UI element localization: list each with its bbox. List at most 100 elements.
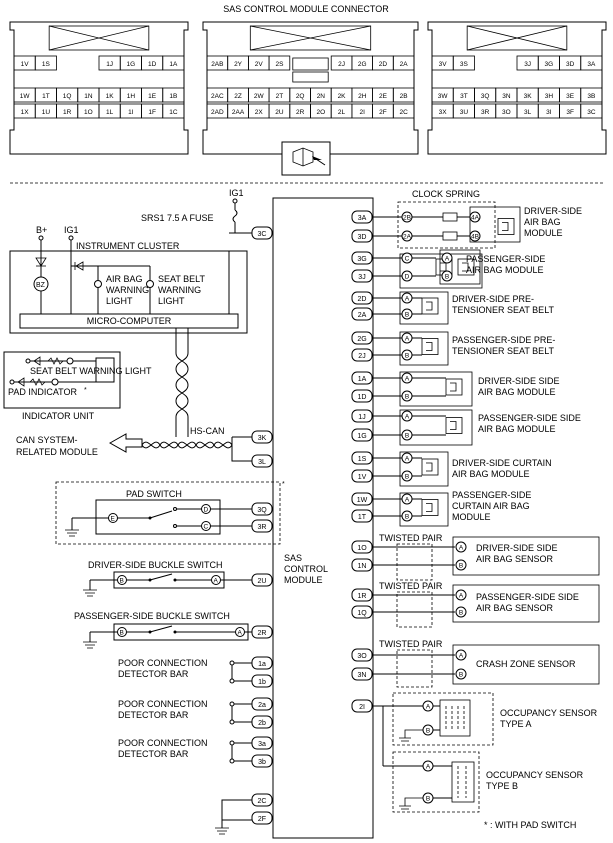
module-pin-label: 3b bbox=[258, 759, 266, 766]
connector-pin-label: 3D bbox=[566, 61, 575, 68]
passenger-buckle-pin-b: B bbox=[120, 630, 124, 637]
connector-pin-label: 2C bbox=[399, 109, 408, 116]
hs-can-coil bbox=[141, 436, 252, 462]
component-label: PASSENGER-SIDE PRE- bbox=[452, 335, 555, 345]
connector-pin-label: 1W bbox=[20, 93, 31, 100]
twisted-wire-can bbox=[175, 328, 189, 437]
component-label: TYPE B bbox=[486, 781, 518, 791]
connector-left-shell bbox=[9, 21, 189, 155]
component-pin-label: B bbox=[459, 672, 463, 679]
connector-pin bbox=[392, 87, 415, 103]
twisted-pair-outline bbox=[396, 591, 433, 628]
connector-pin-label: 3L bbox=[524, 109, 532, 116]
module-pin-label: 3C bbox=[258, 231, 267, 238]
connector-pin-label: 3V bbox=[439, 61, 448, 68]
ground-icon bbox=[65, 529, 79, 537]
connector-left-lock bbox=[48, 25, 150, 51]
seatbelt-light-icon bbox=[146, 280, 154, 288]
fuse-icon bbox=[232, 209, 238, 223]
arrow-left-icon bbox=[108, 433, 143, 453]
clock-spring-label: CLOCK SPRING bbox=[412, 189, 480, 199]
connector-pin-label: 1B bbox=[169, 93, 177, 100]
component-label: AIR BAG SENSOR bbox=[476, 554, 554, 564]
connector-pin-label: 3U bbox=[460, 109, 469, 116]
driver-buckle-pin-a: A bbox=[214, 578, 219, 585]
connector-pin-label: 2F bbox=[379, 109, 387, 116]
sensor-box bbox=[452, 644, 600, 685]
module-pin bbox=[251, 674, 273, 688]
component-pin-label: B bbox=[459, 563, 463, 570]
connector-pin-label: 3K bbox=[524, 93, 533, 100]
connector-pin-label: 3O bbox=[502, 109, 511, 116]
connector-pin-label: 3Q bbox=[481, 93, 490, 100]
module-pin-label: 1S bbox=[358, 456, 367, 463]
connector-pin-label: 3E bbox=[566, 93, 575, 100]
connector-pin-label: 3C bbox=[587, 109, 596, 116]
connector-pin-label: 1O bbox=[84, 109, 93, 116]
component-pin-label: B bbox=[405, 394, 409, 401]
connector-center-shell bbox=[202, 21, 419, 155]
module-pin bbox=[251, 715, 273, 729]
pad-switch bbox=[95, 499, 221, 535]
connector-pin-label: 2Q bbox=[296, 93, 305, 100]
component-pin-label: 2A bbox=[403, 234, 412, 241]
connector-pin-label: 2O bbox=[317, 109, 326, 116]
connector-pin-label: 3G bbox=[545, 61, 554, 68]
module-pin-label: 3O bbox=[357, 653, 367, 660]
module-pin-label: 2a bbox=[258, 702, 266, 709]
connector-pin-label: 2N bbox=[317, 93, 326, 100]
twisted-pair-2: TWISTED PAIR bbox=[379, 581, 443, 591]
module-pin-label: 1G bbox=[357, 433, 366, 440]
module-pin-label: 1R bbox=[358, 593, 367, 600]
connector-pin bbox=[392, 103, 415, 119]
pad-indicator-asterisk: * bbox=[84, 387, 87, 394]
component-connector bbox=[399, 253, 483, 289]
component-connector bbox=[399, 291, 449, 325]
connector-pin-label: 2S bbox=[275, 61, 284, 68]
component-connector bbox=[399, 492, 449, 527]
connector-pin-label: 2B bbox=[400, 93, 408, 100]
connector-pin-label: 1V bbox=[21, 61, 30, 68]
component-connector bbox=[399, 331, 449, 366]
pad-pin-c: C bbox=[204, 524, 209, 531]
sensor-box bbox=[452, 584, 600, 623]
connector-pin-label: 3X bbox=[439, 109, 448, 116]
clock-spring-outline bbox=[397, 201, 496, 249]
module-pin-label: 2A bbox=[358, 312, 367, 319]
connector-right-lock bbox=[466, 25, 568, 51]
component-pin-label: A bbox=[426, 704, 431, 711]
component-label: PASSENGER-SIDE SIDE bbox=[476, 592, 579, 602]
detector-label-1: POOR CONNECTION bbox=[118, 699, 208, 709]
seatbelt-light-label-1: SEAT BELT bbox=[158, 274, 206, 284]
connector-pin bbox=[162, 103, 185, 119]
component-label: DRIVER-SIDE PRE- bbox=[452, 294, 534, 304]
module-pin bbox=[251, 736, 273, 750]
sas-module-label-2: CONTROL bbox=[284, 564, 328, 574]
module-pin bbox=[251, 811, 273, 825]
connector-right-shell bbox=[427, 21, 607, 155]
twisted-pair-3: TWISTED PAIR bbox=[379, 639, 443, 649]
connector-title: SAS CONTROL MODULE CONNECTOR bbox=[223, 4, 389, 14]
component-label: AIR BAG MODULE bbox=[466, 265, 544, 275]
module-pin-label: 3Q bbox=[257, 507, 267, 514]
component-pin-label: A bbox=[405, 336, 410, 343]
component-pin-label: A bbox=[405, 497, 410, 504]
module-pin-label: 3K bbox=[258, 435, 267, 442]
connector-pin-label: 2AA bbox=[232, 109, 245, 116]
component-pin-label: A bbox=[405, 414, 410, 421]
connector-pin-label: 3W bbox=[438, 93, 449, 100]
connector-pin-label: 2K bbox=[338, 93, 347, 100]
module-pin bbox=[251, 697, 273, 711]
module-pin-label: 1A bbox=[358, 376, 367, 383]
component-pin-label: A bbox=[445, 256, 450, 263]
sas-control-module bbox=[272, 197, 374, 839]
connector-pin-label: 2G bbox=[358, 61, 367, 68]
connector-pin-label: 2U bbox=[275, 109, 284, 116]
detector-label-2: DETECTOR BAR bbox=[118, 710, 189, 720]
component-label: MODULE bbox=[452, 512, 491, 522]
connector-pin-label: 2I bbox=[360, 109, 366, 116]
module-pin-label: 3A bbox=[358, 215, 367, 222]
